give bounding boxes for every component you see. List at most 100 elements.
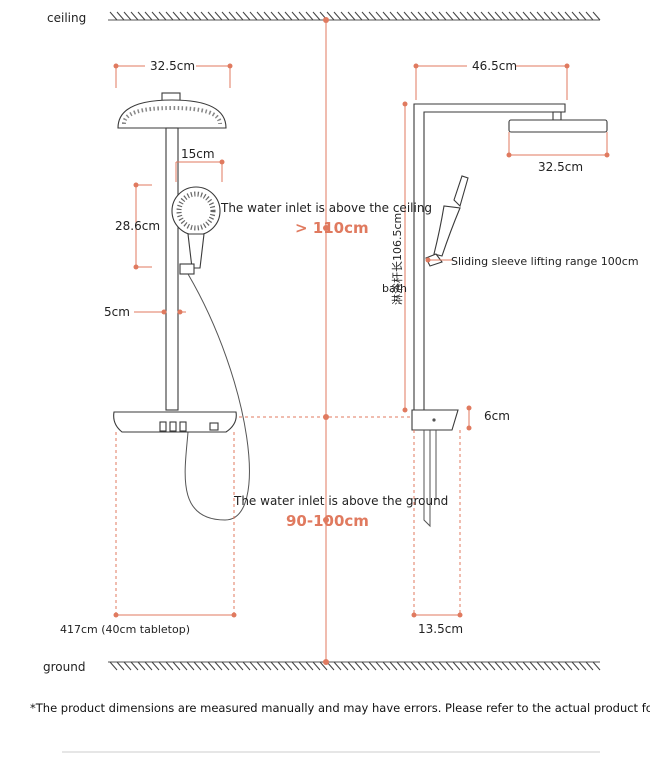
side-view: 46.5cm 32.5cm 淋浴杆长106.5cm bath Sliding s… [382, 59, 639, 636]
base-width-label: 13.5cm [418, 622, 463, 636]
hatch-mark [466, 661, 475, 671]
side-valve-indicator [432, 418, 436, 422]
hatch-mark [368, 661, 377, 671]
hatch-mark [424, 661, 433, 671]
hatch-mark [557, 11, 566, 21]
valve-height-label: 6cm [484, 409, 510, 423]
hatch-mark [389, 661, 398, 671]
hatch-mark [298, 11, 307, 21]
hatch-mark [305, 11, 314, 21]
hatch-mark [165, 11, 174, 21]
hatch-mark [277, 11, 286, 21]
hatch-mark [256, 661, 265, 671]
hatch-mark [424, 11, 433, 21]
hatch-mark [410, 11, 419, 21]
hatch-mark [466, 11, 475, 21]
hatch-mark [200, 11, 209, 21]
hatch-mark [291, 661, 300, 671]
head-width-side-dot-right [604, 152, 610, 158]
hatch-mark [340, 11, 349, 21]
center-dot-top [323, 17, 329, 23]
hatch-mark [263, 661, 272, 671]
side-handheld-head [453, 175, 469, 208]
hatch-mark [515, 11, 524, 21]
arm-length-label: 46.5cm [472, 59, 517, 73]
hatch-mark [109, 661, 118, 671]
hatch-mark [543, 11, 552, 21]
hatch-mark [312, 661, 321, 671]
hatch-mark [494, 661, 503, 671]
hatch-mark [221, 11, 230, 21]
hatch-mark [270, 11, 279, 21]
rod-length-dot-top [402, 101, 408, 107]
hatch-mark [494, 11, 503, 21]
ceiling-hatch [109, 11, 601, 21]
hatch-mark [403, 661, 412, 671]
hatch-mark [438, 11, 447, 21]
hatch-mark [130, 661, 139, 671]
hatch-mark [165, 661, 174, 671]
holder-offset-dot-left [161, 309, 167, 315]
valve-button-1 [159, 421, 167, 432]
hatch-mark [228, 11, 237, 21]
head-width-side-label: 32.5cm [538, 160, 583, 174]
inlet-ceiling-text: The water inlet is above the ceiling [220, 201, 432, 215]
hatch-mark [585, 11, 594, 21]
hatch-mark [200, 661, 209, 671]
hatch-mark [557, 661, 566, 671]
hatch-mark [473, 11, 482, 21]
hatch-mark [396, 661, 405, 671]
head-nozzles [122, 105, 222, 125]
hatch-mark [361, 661, 370, 671]
hatch-mark [564, 661, 573, 671]
inlet-ceiling-value: > 110cm [295, 219, 369, 237]
hatch-mark [452, 661, 461, 671]
valve-height-dot-bottom [466, 425, 472, 431]
hatch-mark [277, 661, 286, 671]
hatch-mark [193, 11, 202, 21]
hatch-mark [123, 661, 132, 671]
hatch-mark [508, 661, 517, 671]
ground-hatch [109, 661, 601, 671]
hatch-mark [375, 661, 384, 671]
center-dot-bottom [323, 659, 329, 665]
hatch-mark [459, 661, 468, 671]
hatch-mark [592, 11, 601, 21]
hatch-mark [417, 11, 426, 21]
hatch-mark [452, 11, 461, 21]
side-overhead-head [508, 119, 608, 133]
hatch-mark [109, 11, 118, 21]
hatch-mark [564, 11, 573, 21]
side-head-connector [552, 111, 562, 121]
hatch-mark [319, 661, 328, 671]
hatch-mark [550, 11, 559, 21]
hatch-mark [585, 661, 594, 671]
hatch-mark [438, 661, 447, 671]
center-dot-inlet-ceiling [323, 225, 329, 231]
inlet-annotations: The water inlet is above the ceiling > 1… [220, 201, 448, 530]
hatch-mark [242, 661, 251, 671]
hatch-mark [487, 661, 496, 671]
footnote: *The product dimensions are measured man… [30, 701, 650, 715]
base-width-dot-left [411, 612, 417, 618]
valve-button-2 [169, 421, 177, 432]
hatch-mark [396, 11, 405, 21]
hatch-mark [578, 11, 587, 21]
hatch-mark [536, 661, 545, 671]
handheld-handle [187, 233, 205, 269]
hatch-mark [389, 11, 398, 21]
hatch-mark [221, 661, 230, 671]
base-width-dot-right [457, 612, 463, 618]
hatch-mark [501, 11, 510, 21]
hatch-mark [137, 661, 146, 671]
hatch-mark [375, 11, 384, 21]
hatch-mark [291, 11, 300, 21]
front-hose [184, 273, 250, 521]
hatch-mark [487, 11, 496, 21]
hatch-mark [368, 11, 377, 21]
hatch-mark [137, 11, 146, 21]
hatch-mark [529, 11, 538, 21]
hatch-mark [459, 11, 468, 21]
hatch-mark [158, 11, 167, 21]
hatch-mark [578, 661, 587, 671]
